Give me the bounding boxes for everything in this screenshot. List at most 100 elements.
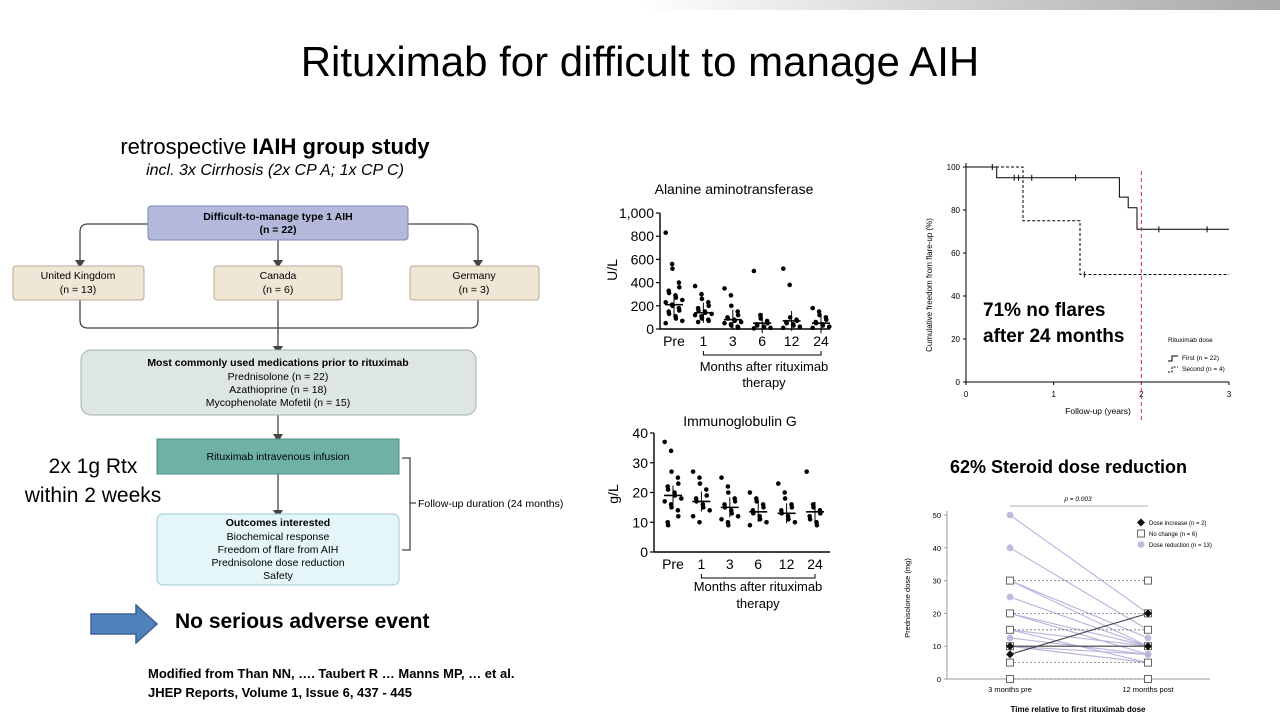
igg-data-point: [757, 516, 763, 522]
alt-data-point: [751, 268, 757, 274]
right-arrow-icon: [90, 604, 159, 644]
pred-x-tick-label: 12 months post: [1122, 685, 1174, 694]
km-legend-title: Rituximab dose: [1168, 337, 1213, 344]
flare-survival-chart: Cumulative freedom from flare-up (%) Fol…: [925, 163, 1232, 422]
box-uk-n: (n = 13): [60, 284, 96, 296]
no-adverse-event: No serious adverse event: [175, 610, 430, 633]
outcome-safety: Safety: [263, 570, 294, 582]
pred-legend-label: No change (n = 6): [1149, 532, 1197, 538]
pred-marker-circle: [1006, 593, 1014, 601]
igg-data-point: [690, 469, 696, 474]
box-canada-n: (n = 6): [263, 284, 294, 296]
igg-data-point: [782, 490, 787, 495]
reference: Modified from Than NN, …. Taubert R … Ma…: [148, 664, 514, 702]
box-infusion: [156, 438, 400, 475]
pred-marker-square: [1006, 675, 1014, 683]
pred-marker-diamond: [1006, 642, 1014, 651]
igg-data-point: [676, 514, 681, 519]
alt-data-point: [663, 320, 668, 326]
alt-data-point: [781, 266, 786, 271]
box-outcomes-title: Outcomes interested: [226, 517, 330, 529]
igg-data-point: [665, 487, 671, 492]
km-series-second: [966, 166, 1229, 275]
pred-marker-square: [1006, 609, 1014, 618]
alt-data-point: [706, 318, 711, 324]
pred-pair-line: [1009, 645, 1149, 664]
alt-x-tick-label: 1: [700, 333, 708, 349]
alt-data-point: [729, 303, 734, 309]
alt-y-tick-label: 600: [631, 251, 655, 267]
pred-marker-square: [1144, 658, 1152, 667]
alt-data-point: [735, 312, 741, 318]
pred-y-tick-label: 0: [937, 675, 941, 684]
alt-data-point: [706, 300, 711, 305]
top-decor-bar: [640, 0, 1280, 10]
pred-marker-circle: [1144, 651, 1152, 658]
alt-data-point: [827, 324, 832, 329]
pred-marker-circle: [1006, 634, 1014, 642]
alt-data-point: [706, 303, 711, 309]
igg-scatter-chart: Immunoglobulin G g/L Months after rituxi…: [605, 413, 830, 611]
igg-data-point: [726, 490, 731, 495]
pred-marker-circle: [1006, 511, 1014, 519]
alt-data-point: [768, 325, 773, 331]
alt-data-point: [669, 261, 675, 267]
igg-data-point: [662, 439, 667, 445]
igg-y-tick-label: 20: [632, 485, 648, 501]
box-uk: [12, 265, 145, 301]
igg-data-point: [782, 496, 788, 501]
alt-data-point: [677, 308, 682, 313]
alt-data-point: [761, 324, 767, 330]
pred-pair-line: [1009, 547, 1149, 631]
followup-bracket: [402, 457, 411, 551]
igg-data-point: [747, 522, 753, 528]
alt-x-tick-label: 12: [784, 333, 800, 349]
alt-y-tick-label: 800: [631, 228, 655, 244]
km-x-label: Follow-up (years): [1065, 406, 1131, 416]
igg-x-tick-label: 3: [726, 556, 734, 572]
igg-data-point: [704, 487, 709, 492]
igg-data-point: [662, 499, 667, 504]
igg-data-point: [675, 475, 681, 480]
alt-data-point: [755, 323, 760, 328]
alt-data-point: [784, 320, 789, 326]
alt-x-tick-label: 24: [813, 333, 829, 349]
igg-data-point: [786, 516, 791, 522]
igg-data-point: [792, 519, 798, 525]
alt-data-point: [735, 309, 740, 314]
igg-data-point: [725, 484, 731, 489]
igg-data-point: [707, 508, 712, 513]
alt-data-point: [666, 290, 672, 296]
igg-data-point: [719, 516, 724, 522]
alt-y-tick-label: 200: [631, 298, 655, 314]
box-difficult-aih-title: Difficult-to-manage type 1 AIH: [203, 211, 353, 223]
igg-data-point: [668, 448, 674, 454]
alt-data-point: [722, 286, 727, 291]
pred-y-tick-label: 10: [933, 642, 941, 651]
alt-data-point: [758, 312, 763, 318]
pred-y-label: Prednisolone dose (mg): [903, 558, 912, 638]
alt-data-point: [791, 323, 796, 328]
igg-data-point: [719, 475, 724, 480]
alt-data-point: [824, 317, 829, 323]
alt-data-point: [816, 309, 822, 314]
flares-line2: after 24 months: [983, 326, 1125, 347]
pred-marker-circle: [1144, 634, 1152, 642]
box-outcomes: [156, 513, 400, 586]
km-legend-label: First (n = 22): [1182, 355, 1219, 362]
alt-data-point: [722, 320, 727, 326]
alt-data-point: [751, 326, 757, 331]
igg-data-point: [669, 505, 674, 510]
rtx-line2: within 2 weeks: [24, 484, 162, 507]
alt-data-point: [692, 283, 698, 289]
alt-x-tick-label: 6: [758, 333, 766, 349]
km-legend-swatch: [1168, 355, 1178, 362]
igg-data-point: [697, 481, 703, 486]
box-germany: [409, 265, 540, 301]
pred-marker-diamond: [1144, 642, 1152, 651]
igg-data-point: [704, 493, 709, 498]
outcome-biochemical: Biochemical response: [227, 531, 330, 543]
pred-y-tick-label: 30: [933, 577, 941, 586]
km-x-tick-label: 3: [1227, 390, 1232, 399]
box-medications: [80, 349, 477, 416]
